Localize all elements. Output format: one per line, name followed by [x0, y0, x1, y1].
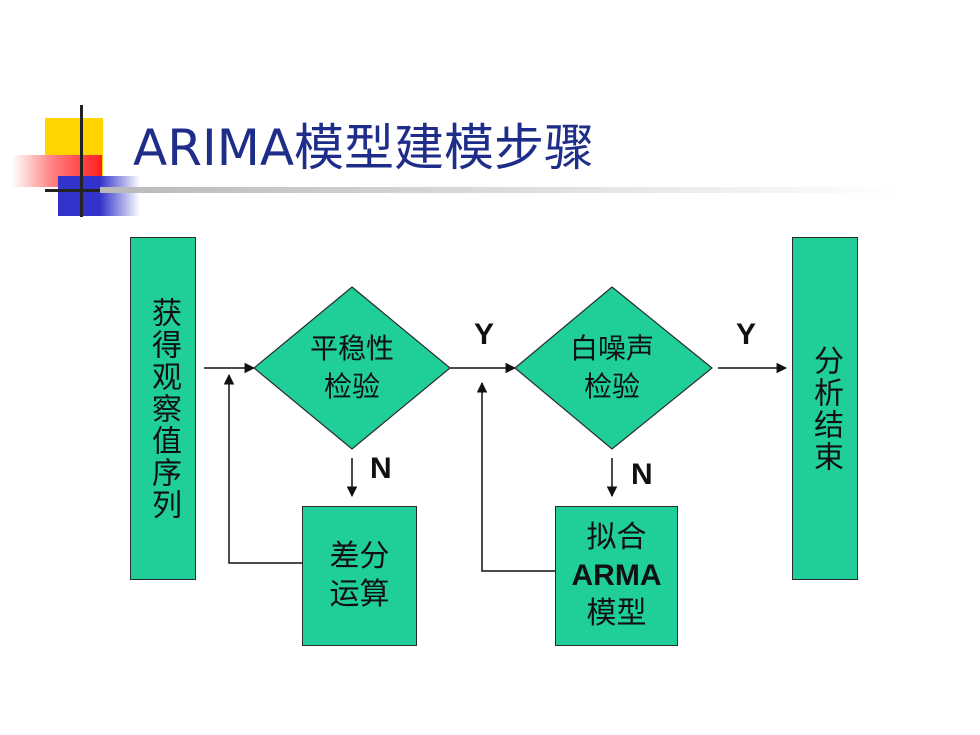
diff-line1: 差分 [329, 539, 390, 574]
diff-node: 差分 运算 [302, 506, 417, 646]
page-title: ARIMA模型建模步骤 [133, 119, 595, 177]
stationarity-line2: 检验 [323, 370, 380, 403]
arma-line3: 模型 [586, 596, 647, 631]
whitenoise-node-label: 白噪声 检验 [542, 330, 682, 406]
end-node-label: 分析结束 [808, 344, 843, 473]
title-underline [100, 187, 900, 193]
deco-vertical-line [80, 105, 83, 217]
end-node: 分析结束 [792, 237, 858, 580]
deco-horizontal-line [45, 189, 140, 192]
yes-label-2: Y [736, 318, 757, 351]
arma-node: 拟合 ARMA 模型 [555, 506, 678, 646]
stationarity-diamond [253, 286, 451, 450]
stationarity-node-label: 平稳性 检验 [282, 330, 422, 406]
whitenoise-diamond [514, 286, 713, 450]
no-label-2: N [631, 458, 653, 491]
whitenoise-line2: 检验 [583, 370, 640, 403]
diff-line2: 运算 [329, 577, 390, 612]
whitenoise-line1: 白噪声 [569, 332, 654, 365]
arma-line2: ARMA [571, 559, 662, 592]
no-label-1: N [370, 452, 392, 485]
loop-diff-to-input [223, 373, 302, 564]
start-node-label: 获得观察值序列 [146, 296, 181, 521]
loop-arma-to-input [476, 381, 555, 572]
arma-line1: 拟合 [586, 520, 647, 555]
stationarity-line1: 平稳性 [309, 332, 394, 365]
start-node: 获得观察值序列 [130, 237, 196, 580]
deco-blue-fade [100, 176, 140, 216]
yes-label-1: Y [474, 318, 495, 351]
